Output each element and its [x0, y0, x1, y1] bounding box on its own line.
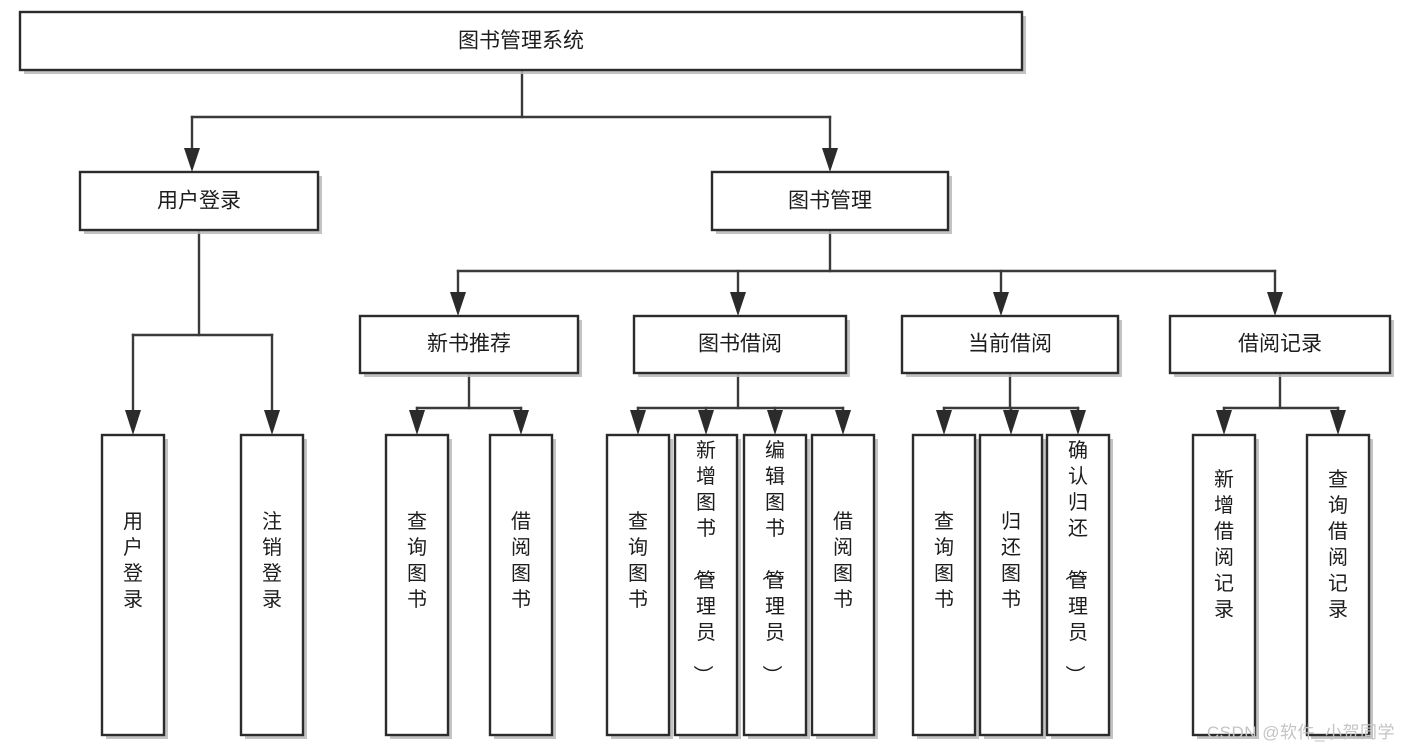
node-borrow-record[interactable]: 借阅记录 — [1168, 314, 1394, 377]
arrow-user-leaf2 — [264, 410, 280, 435]
root-box[interactable] — [18, 10, 1024, 72]
leaf-book-borrow-1[interactable]: 查询图书 — [605, 433, 673, 739]
leaf-label: 新增图书（管理员） — [691, 439, 716, 685]
leaf-book-borrow-4[interactable]: 借阅图书 — [810, 433, 878, 739]
leaf-label: 借阅图书 — [833, 510, 853, 611]
leaf-label: 归还图书 — [1001, 510, 1021, 611]
leaf-box[interactable] — [742, 433, 808, 737]
node-new-book-recommend[interactable]: 新书推荐 — [358, 314, 582, 377]
user-login-box[interactable] — [78, 170, 320, 232]
root-label: 图书管理系统 — [458, 30, 584, 53]
leaf-box[interactable] — [673, 433, 739, 737]
node-user-login[interactable]: 用户登录 — [78, 170, 322, 234]
leaf-box[interactable] — [605, 433, 671, 737]
leaf-current-borrow-3[interactable]: 确认归还（管理员） — [1045, 433, 1113, 739]
arrow-newbook-leaf1 — [409, 410, 425, 435]
leaf-box[interactable] — [239, 433, 305, 737]
leaf-box[interactable] — [100, 433, 166, 737]
leaf-box[interactable] — [978, 433, 1044, 737]
arrow-borrow-leaf3 — [767, 410, 783, 435]
book-borrow-box[interactable] — [632, 314, 848, 375]
leaf-label: 新增借阅记录 — [1214, 468, 1234, 621]
leaf-label: 查询借阅记录 — [1328, 468, 1348, 621]
leaf-label: 查询图书 — [407, 510, 427, 611]
leaf-box[interactable] — [1045, 433, 1111, 737]
arrow-record-leaf1 — [1216, 410, 1232, 435]
book-borrow-label: 图书借阅 — [698, 333, 782, 356]
arrow-to-current-borrow — [993, 292, 1009, 316]
leaf-label: 注销登录 — [262, 510, 282, 611]
arrow-to-new-book — [450, 292, 466, 316]
arrow-to-borrow-record — [1267, 292, 1283, 316]
arrow-to-book-mgmt — [822, 148, 838, 172]
borrow-record-box[interactable] — [1168, 314, 1392, 375]
leaf-borrow-record-2[interactable]: 查询借阅记录 — [1305, 433, 1373, 739]
arrow-current-leaf1 — [936, 410, 952, 435]
leaf-box[interactable] — [911, 433, 977, 737]
leaf-book-borrow-3[interactable]: 编辑图书（管理员） — [742, 433, 810, 739]
arrow-current-leaf3 — [1070, 410, 1086, 435]
borrow-record-label: 借阅记录 — [1238, 333, 1322, 356]
arrow-to-book-borrow — [730, 292, 746, 316]
leaf-book-borrow-2[interactable]: 新增图书（管理员） — [673, 433, 741, 739]
leaf-label: 编辑图书（管理员） — [760, 439, 785, 685]
leaf-label: 确认归还（管理员） — [1063, 439, 1088, 685]
leaf-label: 用户登录 — [123, 511, 143, 611]
arrow-user-leaf1 — [125, 410, 141, 435]
new-book-box[interactable] — [358, 314, 580, 375]
leaf-current-borrow-1[interactable]: 查询图书 — [911, 433, 979, 739]
node-current-borrow[interactable]: 当前借阅 — [900, 314, 1122, 377]
leaf-box[interactable] — [384, 433, 450, 737]
leaf-user-login-1[interactable]: 用户登录 — [100, 433, 168, 739]
user-login-label: 用户登录 — [157, 190, 241, 213]
current-borrow-box[interactable] — [900, 314, 1120, 375]
leaf-user-login-2[interactable]: 注销登录 — [239, 433, 307, 739]
leaf-new-book-1[interactable]: 查询图书 — [384, 433, 452, 739]
leaf-box[interactable] — [488, 433, 554, 737]
node-root[interactable]: 图书管理系统 — [18, 10, 1026, 74]
leaf-label: 查询图书 — [934, 510, 954, 611]
leaf-label: 查询图书 — [628, 510, 648, 611]
node-book-management[interactable]: 图书管理 — [710, 170, 952, 234]
new-book-label: 新书推荐 — [427, 333, 511, 356]
book-management-box[interactable] — [710, 170, 950, 232]
leaf-box[interactable] — [810, 433, 876, 737]
leaf-new-book-2[interactable]: 借阅图书 — [488, 433, 556, 739]
leaf-current-borrow-2[interactable]: 归还图书 — [978, 433, 1046, 739]
connector-layer — [125, 70, 1346, 435]
leaf-box[interactable] — [1305, 433, 1371, 737]
book-management-label: 图书管理 — [788, 190, 872, 213]
arrow-borrow-leaf1 — [630, 410, 646, 435]
leaf-borrow-record-1[interactable]: 新增借阅记录 — [1191, 433, 1259, 739]
node-book-borrow[interactable]: 图书借阅 — [632, 314, 850, 377]
arrow-to-user-login — [184, 148, 200, 172]
arrow-borrow-leaf4 — [835, 410, 851, 435]
arrow-borrow-leaf2 — [698, 410, 714, 435]
leaf-box[interactable] — [1191, 433, 1257, 737]
arrow-current-leaf2 — [1003, 410, 1019, 435]
arrow-record-leaf2 — [1330, 410, 1346, 435]
current-borrow-label: 当前借阅 — [968, 333, 1052, 356]
arrow-newbook-leaf2 — [513, 410, 529, 435]
leaf-label: 借阅图书 — [511, 510, 531, 611]
